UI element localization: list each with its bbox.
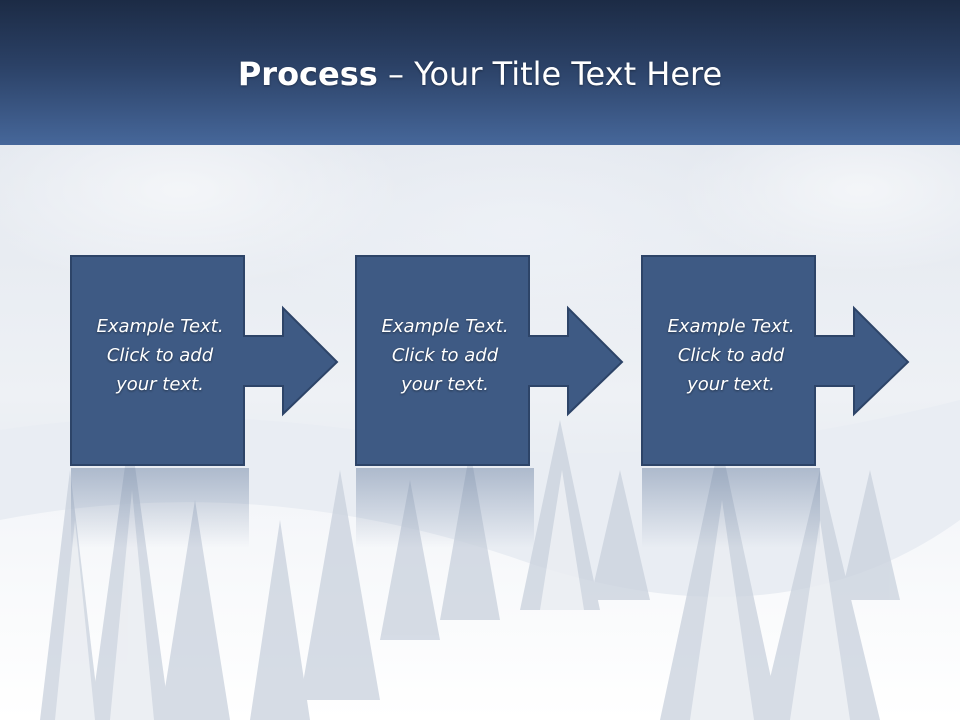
step-text[interactable]: Example Text. Click to add your text. xyxy=(360,312,530,399)
step-reflection xyxy=(71,468,249,548)
title-bold: Process xyxy=(237,55,378,93)
slide-title[interactable]: Process – Your Title Text Here xyxy=(0,52,960,96)
step-text-line: Example Text. xyxy=(667,316,795,337)
step-reflection xyxy=(356,468,534,548)
step-text-line: Example Text. xyxy=(96,316,224,337)
step-text-line: Click to add xyxy=(677,345,785,366)
step-reflection xyxy=(642,468,820,548)
step-text-line: Click to add xyxy=(391,345,499,366)
step-text-line: Click to add xyxy=(106,345,214,366)
arrow-callout-shape xyxy=(641,255,910,466)
title-bar xyxy=(0,0,960,145)
process-step-2[interactable]: Example Text. Click to add your text. xyxy=(355,255,626,548)
process-step-3[interactable]: Example Text. Click to add your text. xyxy=(641,255,912,548)
arrow-callout-shape xyxy=(70,255,339,466)
step-text-line: your text. xyxy=(401,374,489,395)
step-text[interactable]: Example Text. Click to add your text. xyxy=(75,312,245,399)
title-rest: – Your Title Text Here xyxy=(377,55,723,93)
step-text[interactable]: Example Text. Click to add your text. xyxy=(646,312,816,399)
process-step-1[interactable]: Example Text. Click to add your text. xyxy=(70,255,341,548)
step-text-line: your text. xyxy=(116,374,204,395)
step-text-line: your text. xyxy=(687,374,775,395)
step-text-line: Example Text. xyxy=(381,316,509,337)
arrow-callout-shape xyxy=(355,255,624,466)
